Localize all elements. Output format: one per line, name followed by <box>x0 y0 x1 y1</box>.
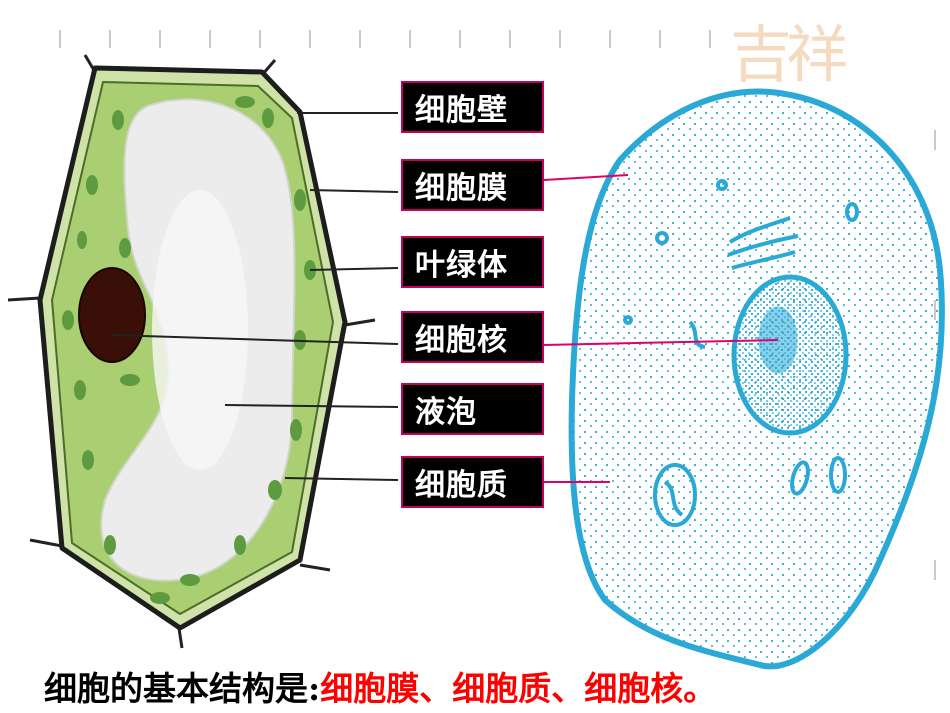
animal-cell <box>543 88 945 670</box>
vacuole-highlight <box>152 190 248 470</box>
watermark-logo: 吉祥 <box>730 18 848 91</box>
label-cell-wall: 细胞壁 <box>401 81 544 133</box>
chloroplasts <box>62 96 316 604</box>
caption-highlight: 细胞膜、细胞质、细胞核。 <box>320 669 717 708</box>
animal-pointer-lines <box>543 174 779 483</box>
plant-cell <box>7 54 399 649</box>
plant-pointer-lines <box>111 112 399 481</box>
label-cytoplasm: 细胞质 <box>401 456 544 508</box>
label-cell-membrane: 细胞膜 <box>401 159 544 211</box>
nucleus <box>78 267 146 363</box>
animal-organelles <box>623 179 859 527</box>
label-nucleus: 细胞核 <box>401 311 544 363</box>
label-chloroplast: 叶绿体 <box>401 236 544 288</box>
caption: 细胞的基本结构是:细胞膜、细胞质、细胞核。 <box>44 662 716 710</box>
label-vacuole: 液泡 <box>401 383 544 435</box>
caption-prefix: 细胞的基本结构是: <box>44 669 321 708</box>
